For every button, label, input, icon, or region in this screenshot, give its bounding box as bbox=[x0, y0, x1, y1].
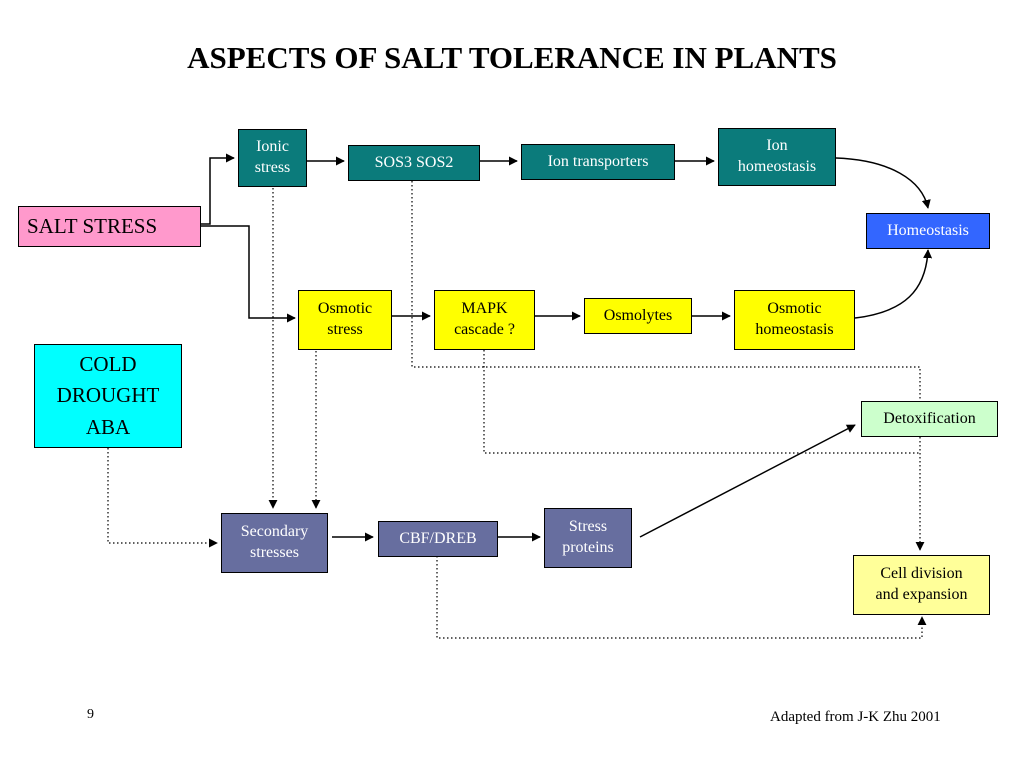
cold-drought-aba-box: COLD DROUGHT ABA bbox=[34, 344, 182, 448]
arrow-ion-homeostasis-to-homeostasis bbox=[835, 157, 931, 209]
ionic-stress-box: Ionic stress bbox=[238, 129, 307, 187]
arrow-salt-to-ionic bbox=[200, 153, 235, 225]
arrow-osmotic-homeostasis-to-homeostasis bbox=[854, 249, 933, 319]
dotted-cold-to-secondary bbox=[107, 448, 218, 548]
osmotic-stress-box: Osmotic stress bbox=[298, 290, 392, 350]
page-number: 9 bbox=[87, 707, 94, 722]
arrow-salt-to-osmotic bbox=[200, 225, 296, 323]
dotted-sos-to-cell-division bbox=[411, 181, 925, 551]
ion-transporters-box: Ion transporters bbox=[521, 144, 675, 180]
arrow-stress-proteins-to-detoxification bbox=[639, 424, 856, 538]
osmolytes-box: Osmolytes bbox=[584, 298, 692, 334]
detoxification-box: Detoxification bbox=[861, 401, 998, 437]
homeostasis-box: Homeostasis bbox=[866, 213, 990, 249]
dotted-mapk-to-cell-division bbox=[483, 350, 920, 454]
sos3-sos2-box: SOS3 SOS2 bbox=[348, 145, 480, 181]
stress-proteins-box: Stress proteins bbox=[544, 508, 632, 568]
osmotic-homeostasis-box: Osmotic homeostasis bbox=[734, 290, 855, 350]
salt-stress-box: SALT STRESS bbox=[18, 206, 201, 247]
mapk-cascade-box: MAPK cascade ? bbox=[434, 290, 535, 350]
source-credit: Adapted from J-K Zhu 2001 bbox=[770, 709, 941, 725]
dotted-cbf-to-cell-division bbox=[436, 556, 927, 639]
slide-title: ASPECTS OF SALT TOLERANCE IN PLANTS bbox=[187, 40, 837, 75]
cell-division-box: Cell division and expansion bbox=[853, 555, 990, 615]
ion-homeostasis-box: Ion homeostasis bbox=[718, 128, 836, 186]
cbf-dreb-box: CBF/DREB bbox=[378, 521, 498, 557]
secondary-stresses-box: Secondary stresses bbox=[221, 513, 328, 573]
